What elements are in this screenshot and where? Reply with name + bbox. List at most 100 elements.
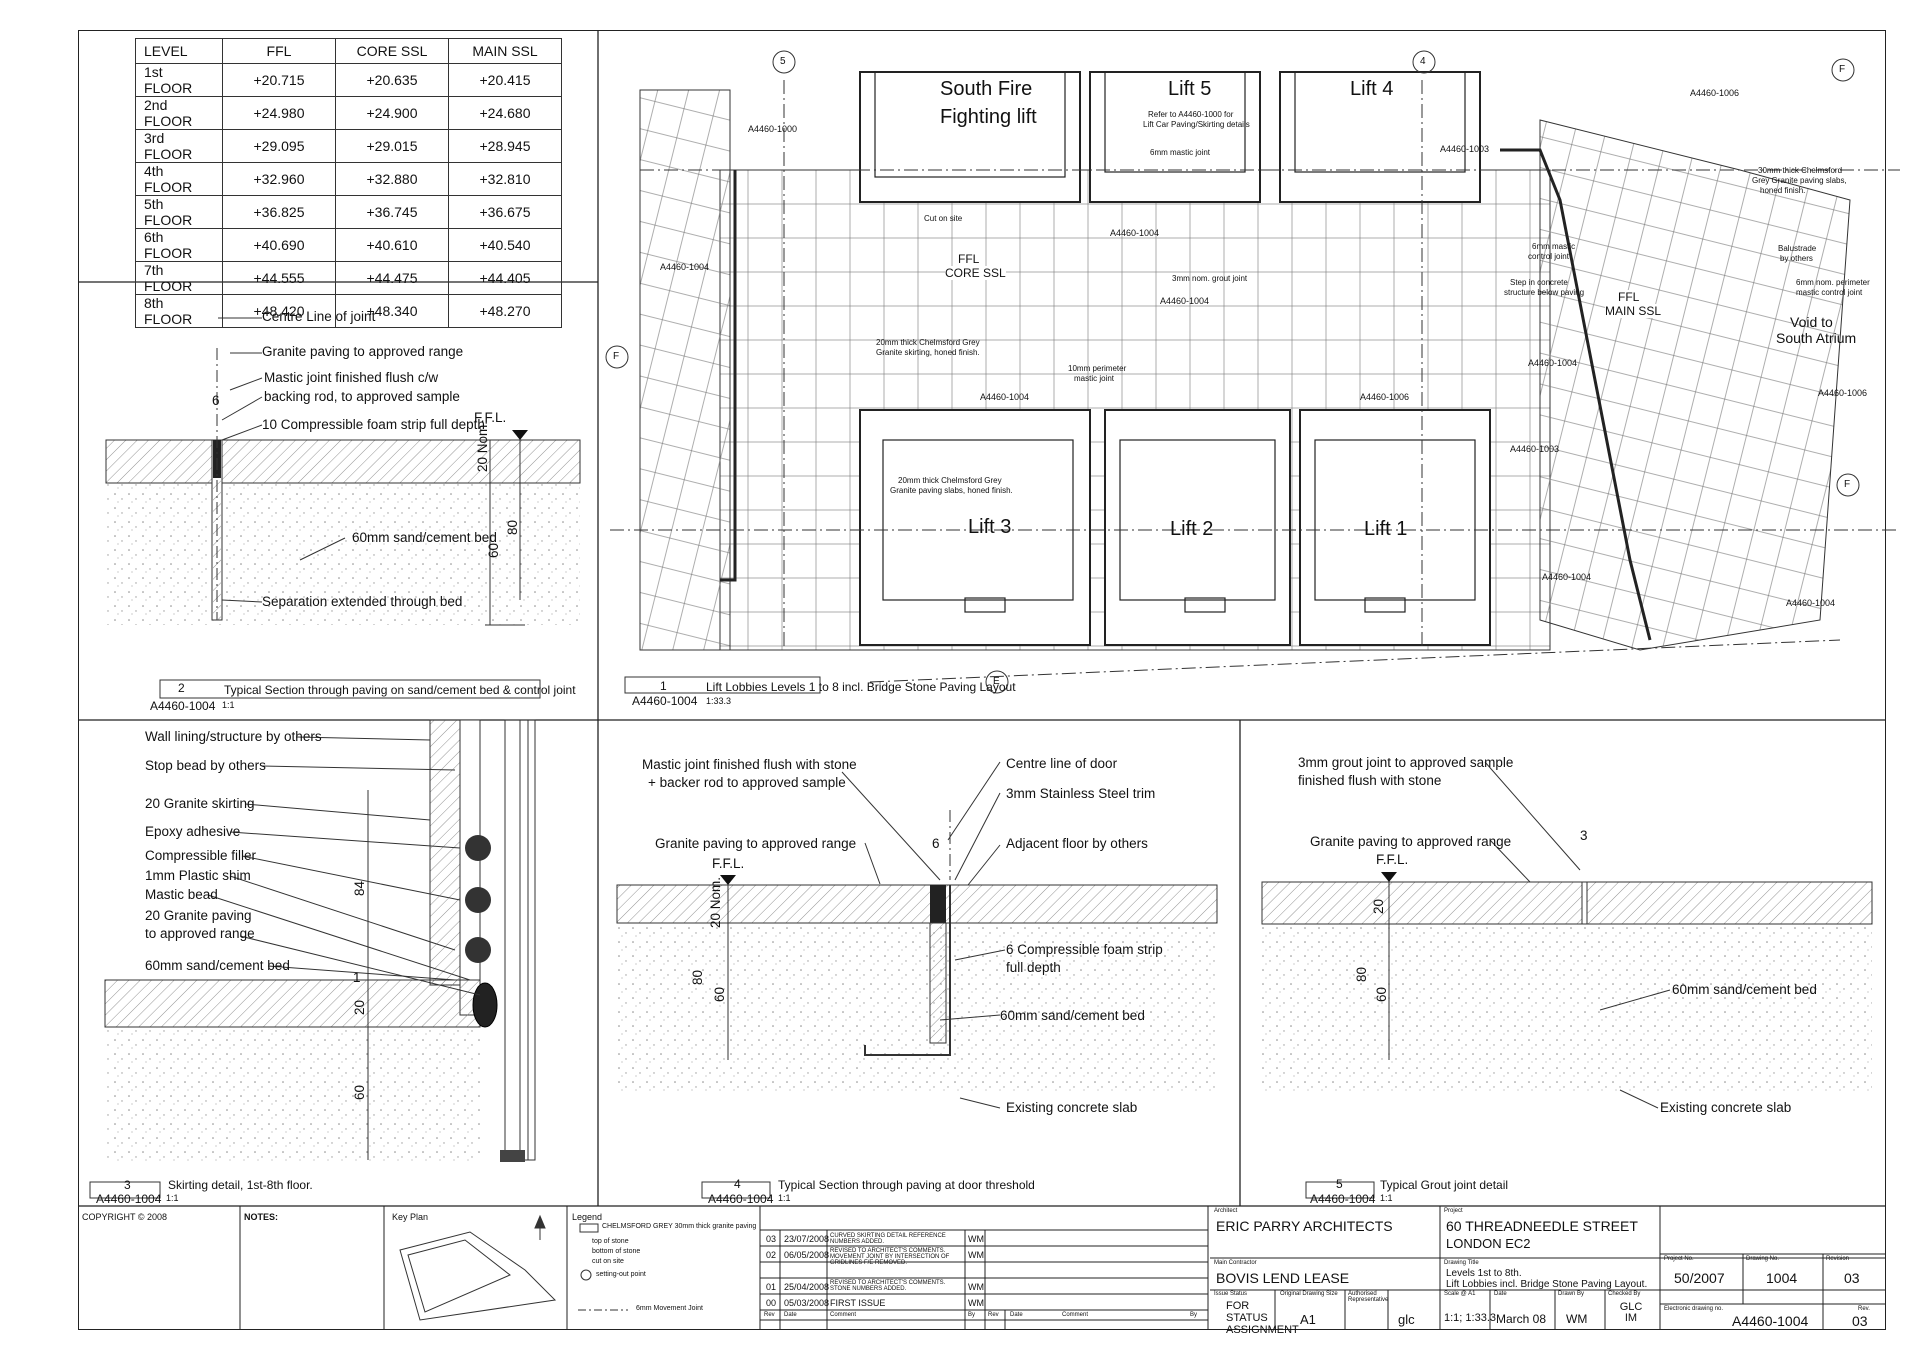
plan-ffl-main: FFL bbox=[1618, 290, 1640, 304]
rev-by: WM bbox=[968, 1250, 984, 1260]
room-lift-4: Lift 4 bbox=[1350, 78, 1394, 100]
legend-item: 6mm Movement Joint bbox=[636, 1305, 703, 1312]
core-ssl-cell: +48.340 bbox=[335, 294, 449, 328]
d5-label-flush: finished flush with stone bbox=[1298, 773, 1442, 788]
plan-note: honed finish. bbox=[1760, 186, 1806, 195]
room-lift-5: Lift 5 bbox=[1168, 78, 1212, 100]
plan-note: Refer to A4460-1000 for bbox=[1148, 110, 1234, 119]
revision-label: Revision bbox=[1826, 1256, 1850, 1262]
d5-title: Typical Grout joint detail bbox=[1380, 1178, 1509, 1192]
scale-value: 1:1; 1:33.3 bbox=[1444, 1312, 1496, 1324]
table-row: 2nd FLOOR+24.980+24.900+24.680 bbox=[135, 96, 562, 130]
d2-scale: 1:1 bbox=[222, 700, 235, 710]
architect-label: Architect bbox=[1214, 1208, 1238, 1214]
date-value: March 08 bbox=[1496, 1312, 1547, 1326]
plan-ref: A4460-1004 bbox=[1160, 296, 1210, 306]
d2-label-foam-strip: 10 Compressible foam strip full depth bbox=[262, 417, 485, 432]
scale-label: Scale @ A1 bbox=[1444, 1291, 1476, 1297]
plan-note: 6mm mastic bbox=[1532, 242, 1576, 251]
drawing-size: A1 bbox=[1300, 1312, 1316, 1327]
d2-dim-80: 80 bbox=[505, 519, 520, 535]
project-label: Project bbox=[1444, 1208, 1463, 1214]
plan-note: 6mm mastic joint bbox=[1150, 148, 1211, 157]
rev-date: 06/05/2008 bbox=[784, 1250, 830, 1260]
rev-header: Date bbox=[784, 1312, 797, 1318]
legend-item: top of stone bbox=[592, 1238, 629, 1245]
rev-header: Rev bbox=[764, 1312, 775, 1318]
contractor-name: BOVIS LEND LEASE bbox=[1216, 1270, 1350, 1286]
d2-label-granite-paving: Granite paving to approved range bbox=[262, 344, 464, 359]
core-ssl-cell: +40.610 bbox=[335, 228, 449, 262]
rev-date: 23/07/2008 bbox=[784, 1234, 830, 1244]
plan-note: Granite skirting, honed finish. bbox=[876, 348, 980, 357]
main-ssl-cell: +28.945 bbox=[448, 129, 562, 163]
plan-ref: A4460-1006 bbox=[1818, 388, 1868, 398]
plan-ref: A4460-1000 bbox=[748, 124, 798, 134]
core-ssl-cell: +36.745 bbox=[335, 195, 449, 229]
plan-note: 3mm nom. grout joint bbox=[1172, 274, 1248, 283]
project-location: LONDON EC2 bbox=[1446, 1236, 1531, 1251]
plan-ref: A4460-1006 bbox=[1690, 88, 1740, 98]
rev-comment: FIRST ISSUE bbox=[830, 1298, 886, 1308]
checked-value: GLC IM bbox=[1619, 1301, 1643, 1324]
plan-note: 20mm thick Chelmsford Grey bbox=[876, 338, 980, 347]
ffl-cell: +44.555 bbox=[222, 261, 336, 295]
main-ssl-cell: +20.415 bbox=[448, 63, 562, 97]
key-plan-heading: Key Plan bbox=[392, 1212, 429, 1222]
edn-label: Electronic drawing no. bbox=[1664, 1306, 1724, 1312]
drawn-value: WM bbox=[1566, 1312, 1588, 1326]
rev-by: WM bbox=[968, 1282, 984, 1292]
plan-note: by others bbox=[1780, 254, 1813, 263]
plan-note: Balustrade bbox=[1778, 244, 1817, 253]
room-south-fire: South Fire bbox=[940, 78, 1033, 100]
d4-label-centre-line: Centre line of door bbox=[1006, 756, 1118, 771]
d4-ref: A4460-1004 bbox=[708, 1192, 774, 1206]
d3-label-sand-bed: 60mm sand/cement bed bbox=[145, 958, 290, 973]
d4-label-sand-bed: 60mm sand/cement bed bbox=[1000, 1008, 1145, 1023]
d3-label-range: to approved range bbox=[145, 926, 255, 941]
plan-core-ssl: CORE SSL bbox=[945, 266, 1006, 280]
d3-label-skirting: 20 Granite skirting bbox=[145, 796, 255, 811]
d4-dim-20nom: 20 Nom. bbox=[708, 876, 723, 928]
d2-label-mastic-joint: Mastic joint finished flush c/w bbox=[264, 370, 439, 385]
plan-ref: A4460-1004 bbox=[1786, 598, 1836, 608]
ffl-cell: +48.420 bbox=[222, 294, 336, 328]
plan-note: Cut on site bbox=[924, 214, 963, 223]
d2-label-sand-bed: 60mm sand/cement bed bbox=[352, 530, 497, 545]
d2-dim-6: 6 bbox=[212, 393, 220, 408]
plan-ref: A4460-1003 bbox=[1440, 144, 1490, 154]
plan-ref: A4460-1004 bbox=[980, 392, 1030, 402]
d3-label-shim: 1mm Plastic shim bbox=[145, 868, 251, 883]
level-cell: 6th FLOOR bbox=[135, 228, 223, 262]
d4-dim-6: 6 bbox=[932, 836, 940, 851]
d4-title: Typical Section through paving at door t… bbox=[778, 1178, 1035, 1192]
d4-scale: 1:1 bbox=[778, 1193, 791, 1203]
architect-name: ERIC PARRY ARCHITECTS bbox=[1216, 1218, 1393, 1234]
rev-header: By bbox=[968, 1312, 976, 1318]
rev2-value: 03 bbox=[1852, 1313, 1868, 1329]
drawing-sheet-border bbox=[78, 30, 1886, 1330]
rev-date: 05/03/2008 bbox=[784, 1298, 830, 1308]
grid-label-f-left: F bbox=[613, 351, 620, 362]
checked-label: Checked By bbox=[1608, 1291, 1641, 1297]
size-label: Original Drawing Size bbox=[1280, 1291, 1338, 1297]
d3-dim-20: 20 bbox=[352, 999, 367, 1015]
core-ssl-cell: +20.635 bbox=[335, 63, 449, 97]
levels-table: LEVEL FFL CORE SSL MAIN SSL 1st FLOOR+20… bbox=[135, 38, 562, 328]
plan-note: 20mm thick Chelmsford Grey bbox=[898, 476, 1002, 485]
plan-note: 6mm nom. perimeter bbox=[1796, 278, 1870, 287]
d3-label-epoxy: Epoxy adhesive bbox=[145, 824, 241, 839]
drawing-title-2: Lift Lobbies incl. Bridge Stone Paving L… bbox=[1446, 1279, 1648, 1290]
levels-header-level: LEVEL bbox=[135, 38, 223, 64]
room-lift-3: Lift 3 bbox=[968, 516, 1012, 538]
plan-note: control joint bbox=[1528, 252, 1569, 261]
d5-scale: 1:1 bbox=[1380, 1193, 1393, 1203]
ffl-cell: +29.095 bbox=[222, 129, 336, 163]
d5-dim-20: 20 bbox=[1371, 898, 1386, 914]
level-cell: 7th FLOOR bbox=[135, 261, 223, 295]
level-cell: 3rd FLOOR bbox=[135, 129, 223, 163]
plan-ref: A4460-1006 bbox=[1360, 392, 1410, 402]
plan-note: Grey Granite paving slabs, bbox=[1752, 176, 1847, 185]
plan-linework bbox=[605, 50, 1900, 694]
